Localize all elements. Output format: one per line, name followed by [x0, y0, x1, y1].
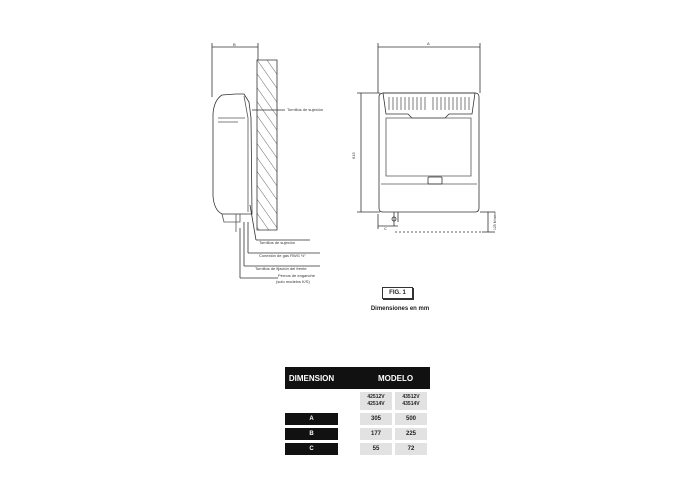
top-grille — [388, 97, 470, 110]
control-window — [427, 176, 443, 185]
header-dimension: DIMENSION — [285, 367, 338, 389]
dimension-height-label: 615 — [351, 152, 356, 159]
row-label: B — [285, 428, 338, 440]
row-value: 177 — [360, 428, 395, 440]
header-modelo: MODELO — [338, 367, 430, 389]
row-value: 225 — [395, 428, 430, 440]
figure-caption: Dimensiones en mm — [370, 306, 430, 312]
callout-gas-connection: Conexión de gas RWG ½" — [259, 253, 306, 258]
figure-label: FIG. 1 — [382, 287, 413, 299]
table-row: B 177 225 — [285, 428, 430, 440]
row-value: 72 — [395, 443, 430, 455]
heater-front-body — [378, 92, 480, 213]
dimension-a-label: A — [427, 41, 430, 46]
table-header-row: DIMENSION MODELO — [285, 367, 430, 389]
callout-screws: Tornillos de sujeción — [259, 240, 295, 245]
dimension-b-label: B — [233, 42, 236, 47]
table-row: A 305 500 — [285, 413, 430, 425]
heater-side-body — [212, 93, 253, 215]
wall-section — [256, 59, 278, 231]
dimension-c-label: C — [384, 226, 387, 231]
callout-front-screws: Tornillos de fijación del frente — [255, 266, 307, 271]
callout-hook-bolts-note: (solo modelos K/S) — [276, 279, 310, 284]
row-value: 305 — [360, 413, 395, 425]
callout-hook-bolts: Pernos de enganche — [278, 273, 316, 278]
side-view — [211, 43, 320, 279]
row-value: 500 — [395, 413, 430, 425]
table-row: C 55 72 — [285, 443, 430, 455]
row-label: A — [285, 413, 338, 425]
callout-top-screws: Tornillos de sujeción — [287, 107, 323, 112]
front-view — [357, 43, 495, 233]
row-value: 55 — [360, 443, 395, 455]
dimension-min-label: 125 Mínimo — [493, 212, 497, 230]
row-label: C — [285, 443, 338, 455]
